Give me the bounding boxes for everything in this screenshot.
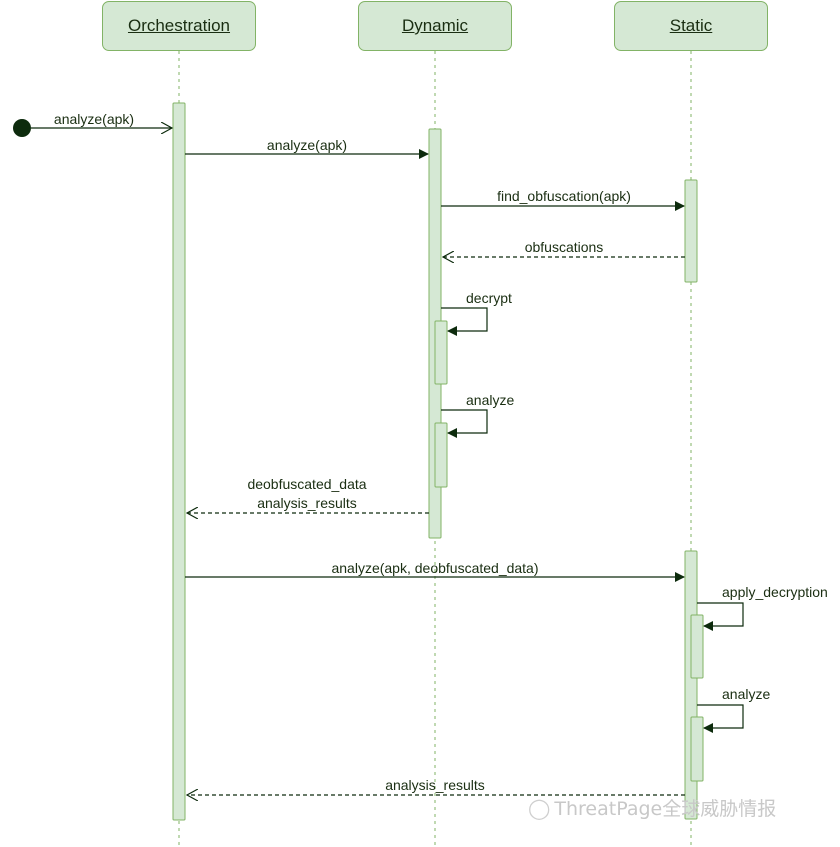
arrow-m6 — [441, 409, 488, 438]
message-label-m9: apply_decryption — [722, 584, 828, 600]
message-label-m2: analyze(apk) — [266, 137, 348, 153]
message-label-m8: analyze(apk, deobfuscated_data) — [331, 560, 539, 576]
message-label-m10: analyze — [722, 686, 771, 702]
message-label-m4: obfuscations — [524, 239, 604, 255]
message-label-m11: analysis_results — [385, 777, 485, 793]
watermark: ◯ ThreatPage全球威胁情报 — [528, 794, 776, 821]
activation-orchestration — [172, 102, 186, 821]
start-node — [13, 119, 31, 137]
message-label-m7-line2: analysis_results — [257, 495, 357, 511]
message-label-m3: find_obfuscation(apk) — [497, 188, 631, 204]
participant-static: Static — [614, 1, 768, 51]
participant-orchestration: Orchestration — [102, 1, 256, 51]
participant-dynamic: Dynamic — [358, 1, 512, 51]
message-label-m1: analyze(apk) — [53, 111, 135, 127]
message-label-m7-line1: deobfuscated_data — [247, 476, 367, 492]
arrow-m9 — [697, 602, 744, 631]
watermark-text: ThreatPage全球威胁情报 — [554, 798, 777, 820]
message-label-m5: decrypt — [466, 290, 512, 306]
activation-dynamic-analyze — [434, 422, 448, 488]
activation-static-decryption — [690, 614, 704, 679]
activation-static-analyze — [690, 716, 704, 782]
message-label-m6: analyze — [466, 392, 515, 408]
arrow-m5 — [441, 307, 488, 336]
arrow-m10 — [697, 704, 744, 733]
activation-dynamic-decrypt — [434, 320, 448, 385]
wechat-icon: ◯ — [528, 795, 551, 820]
activation-static-find — [684, 179, 698, 283]
